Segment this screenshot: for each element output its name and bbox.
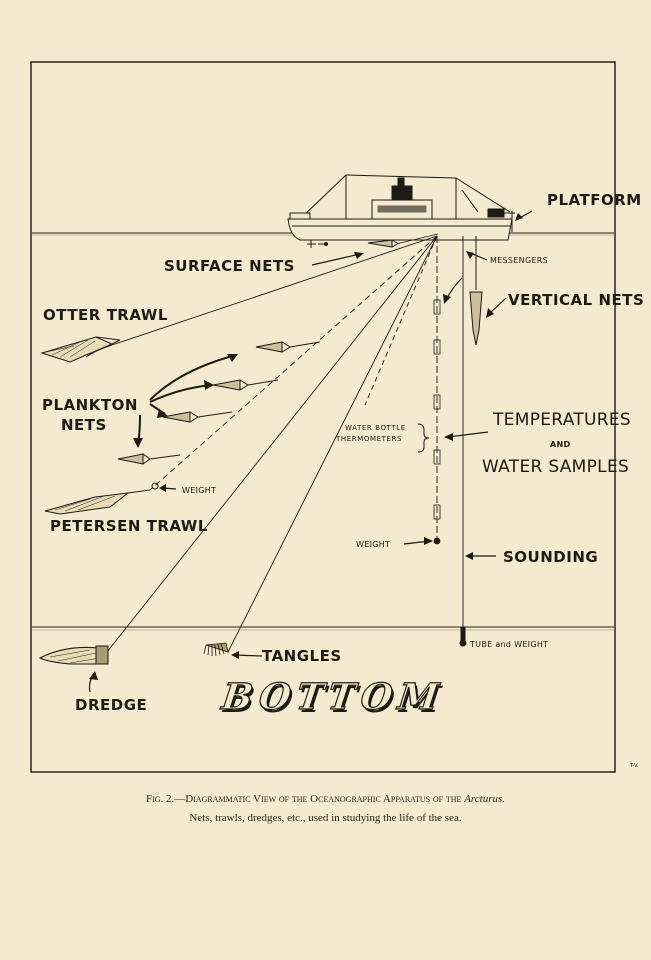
plankton-nets-icon	[117, 341, 321, 465]
tangles-label: TANGLES	[262, 647, 342, 665]
water-bottle-label: WATER BOTTLE	[345, 424, 406, 432]
surface-net-icon	[367, 233, 439, 248]
dredge-cable	[106, 235, 438, 653]
otter-trawl-cable	[111, 235, 438, 346]
tangles-cable	[227, 235, 438, 653]
sounding-weight-icon	[459, 627, 467, 647]
and-label: AND	[550, 440, 571, 449]
weight-center-label: WEIGHT	[356, 540, 391, 549]
water-samples-label: WATER SAMPLES	[482, 457, 630, 477]
sounding-label: SOUNDING	[503, 548, 599, 566]
messengers-label: MESSENGERS	[490, 256, 549, 265]
plankton-label: PLANKTON	[42, 396, 138, 414]
petersen-trawl-icon	[44, 482, 159, 515]
otter-trawl-icon	[40, 336, 121, 363]
tangles-icon	[203, 642, 229, 657]
weight-left-label: WEIGHT	[182, 486, 217, 495]
label-pointers	[88, 210, 533, 693]
surface-nets-label: SURFACE NETS	[164, 257, 295, 275]
otter-trawl-label: OTTER TRAWL	[43, 306, 168, 324]
figure-subcaption: Nets, trawls, dredges, etc., used in stu…	[189, 812, 462, 824]
ship-icon	[287, 174, 515, 248]
pointer-heads	[89, 213, 523, 680]
thermometer-brace	[417, 423, 430, 453]
platform-label: PLATFORM	[547, 191, 642, 209]
plankton-brace-arrows	[137, 354, 237, 445]
bottom-label: BOTTOM	[215, 675, 452, 718]
artist-initials: T-V.	[630, 763, 639, 769]
thermometers-label: THERMOMETERS	[336, 435, 403, 443]
vertical-net-icon	[469, 236, 483, 346]
figure-title: —Diagrammatic View of the Oceanographic …	[174, 793, 465, 805]
tube-and-weight-label: TUBE and WEIGHT	[470, 640, 549, 649]
vertical-nets-label: VERTICAL NETS	[508, 291, 645, 309]
water-bottles-icon	[433, 299, 441, 545]
plankton-nets-label: NETS	[61, 416, 107, 434]
figure-caption: Fig. 2.—Diagrammatic View of the Oceanog…	[0, 793, 651, 805]
plankton-cable-2	[364, 235, 438, 406]
figure-number: Fig. 2.	[145, 793, 175, 805]
temperatures-label: TEMPERATURES	[493, 410, 631, 430]
diagram-frame	[30, 61, 616, 773]
ship-name: Arcturus.	[464, 793, 506, 805]
petersen-trawl-label: PETERSEN TRAWL	[50, 517, 208, 535]
tow-cables	[106, 235, 464, 653]
dredge-label: DREDGE	[75, 696, 148, 714]
plankton-cable	[149, 235, 438, 491]
dredge-icon	[38, 645, 109, 665]
